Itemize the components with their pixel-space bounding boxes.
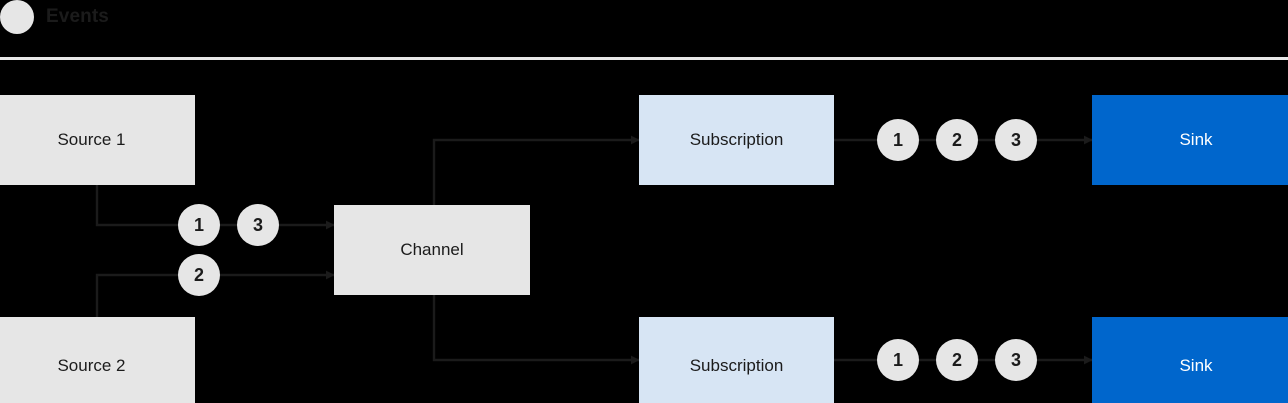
node-label: Channel xyxy=(400,240,464,259)
node-label: Source 1 xyxy=(57,130,126,149)
node-sink-2[interactable]: Sink xyxy=(1092,317,1288,403)
circle-marker-icon xyxy=(0,0,34,34)
legend: Events xyxy=(0,0,1288,60)
event-token-2: 2 xyxy=(936,339,978,381)
legend-label: Events xyxy=(46,6,109,27)
header-divider xyxy=(0,57,1288,60)
node-sink-1[interactable]: Sink xyxy=(1092,95,1288,185)
event-token-1: 1 xyxy=(877,339,919,381)
node-label: Subscription xyxy=(689,130,784,149)
node-label: Sink xyxy=(1179,130,1213,149)
event-token-1: 1 xyxy=(877,119,919,161)
edge-channel-sub2 xyxy=(432,295,640,365)
event-token-3: 3 xyxy=(995,339,1037,381)
node-subscription-1[interactable]: Subscription xyxy=(639,95,834,185)
event-token-3: 3 xyxy=(237,204,279,246)
event-token-3: 3 xyxy=(995,119,1037,161)
node-channel[interactable]: Channel xyxy=(334,205,530,295)
edge-channel-sub1 xyxy=(432,135,640,205)
event-token-2: 2 xyxy=(178,254,220,296)
node-label: Subscription xyxy=(689,356,784,375)
node-label: Source 2 xyxy=(57,356,126,375)
node-source-2[interactable]: Source 2 xyxy=(0,317,195,403)
event-token-2: 2 xyxy=(936,119,978,161)
event-token-1: 1 xyxy=(178,204,220,246)
node-subscription-2[interactable]: Subscription xyxy=(639,317,834,403)
node-source-1[interactable]: Source 1 xyxy=(0,95,195,185)
edge-group xyxy=(95,135,1093,365)
node-label: Sink xyxy=(1179,356,1213,375)
